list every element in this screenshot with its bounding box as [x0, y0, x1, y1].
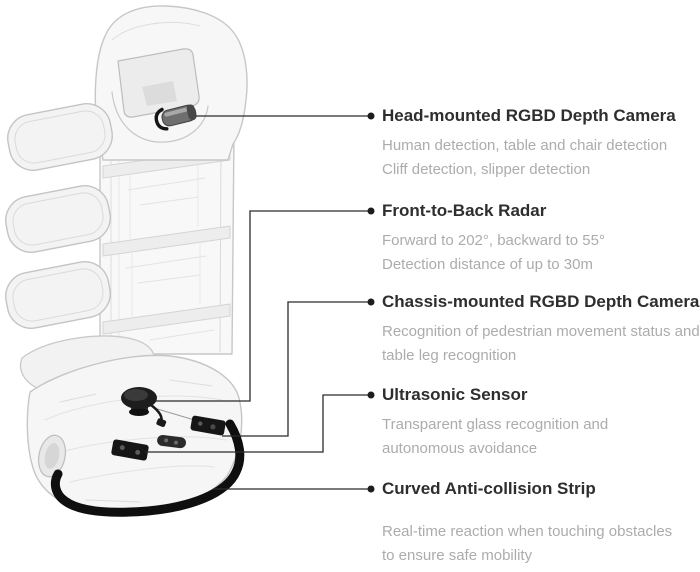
leader-line-front-back-radar [155, 207, 375, 402]
chassis-camera [190, 415, 226, 436]
leader-line-head-camera [196, 112, 375, 120]
robot-base [19, 335, 243, 516]
leader-dot [367, 298, 375, 306]
leader-dot [367, 391, 375, 399]
leader-dot [367, 112, 375, 120]
robot-head [94, 5, 248, 161]
robot-body-frame [99, 129, 235, 355]
head-screen [117, 48, 200, 118]
anti-collision-strip [50, 419, 245, 517]
front-back-radar [121, 387, 167, 427]
robot-illustration [5, 5, 248, 517]
leader-line-anti-collision-strip [213, 485, 375, 493]
leader-dot [367, 207, 375, 215]
wheel [37, 434, 67, 478]
head-camera [154, 104, 197, 131]
leader-line-ultrasonic-sensor [145, 391, 375, 453]
delivery-trays [5, 103, 113, 329]
leader-dot [367, 485, 375, 493]
leader-line-chassis-camera [222, 298, 375, 437]
delivery-tray-2 [5, 185, 111, 253]
delivery-tray-3 [5, 261, 111, 329]
delivery-tray-1 [7, 103, 113, 171]
ultrasonic-sensor [111, 439, 149, 461]
leader-lines [145, 112, 375, 493]
auxiliary-sensor [157, 434, 186, 449]
